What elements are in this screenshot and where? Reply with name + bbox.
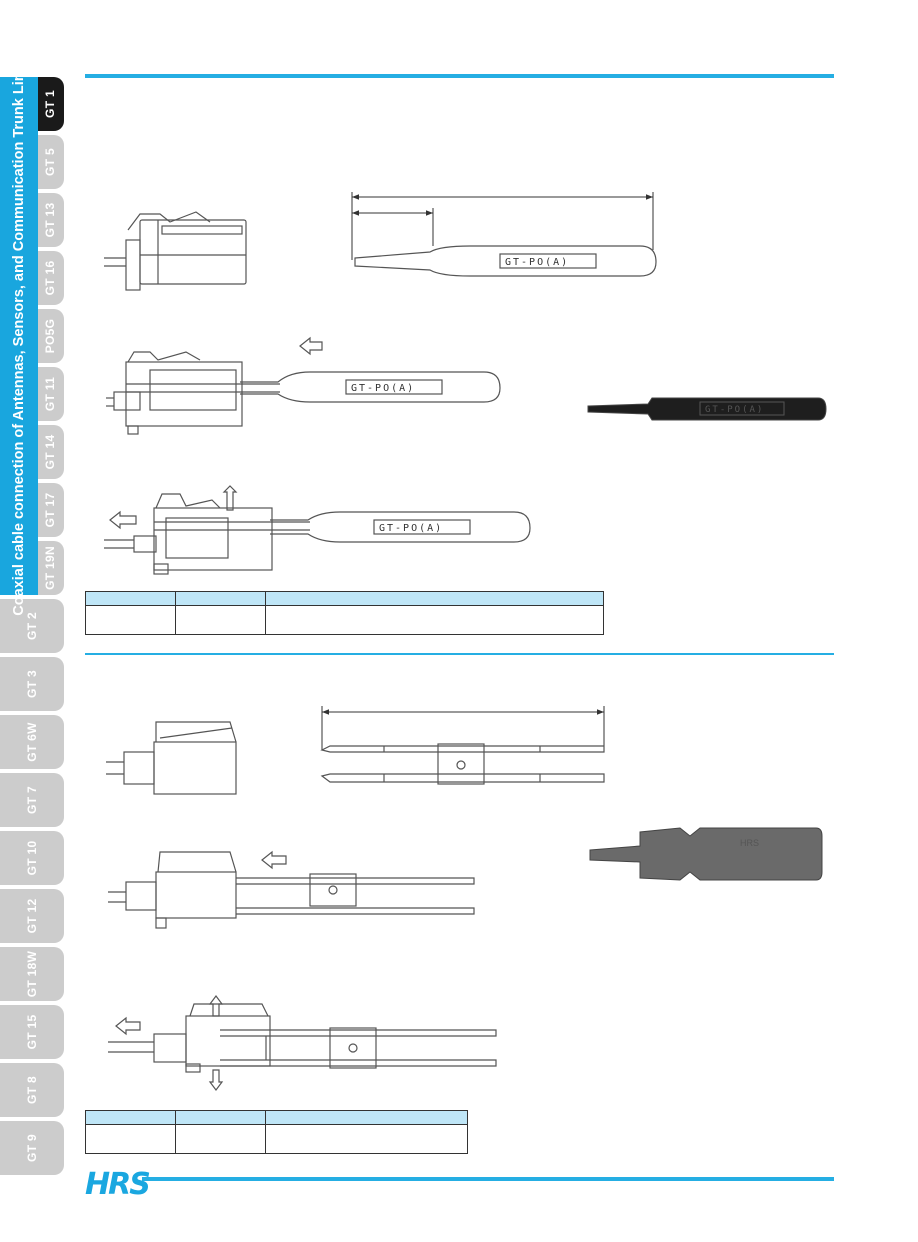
- table-header-cell: [175, 591, 266, 606]
- logo-text: HRS: [85, 1167, 151, 1202]
- tool-marking-3: GT-PO(A): [379, 523, 443, 534]
- tab-gt6w[interactable]: GT 6W: [0, 715, 64, 769]
- table-header-cell: [85, 1110, 176, 1125]
- lift-arrow-icon: [222, 485, 238, 511]
- tab-gt18w[interactable]: GT 18W: [0, 947, 64, 1001]
- bottom-rule: [142, 1177, 834, 1181]
- table-header-cell: [175, 1110, 266, 1125]
- connector-drawing-5: [108, 851, 237, 929]
- extraction-tool-drawing-3: [270, 511, 531, 543]
- table-cell: [175, 605, 266, 635]
- insert-arrow-icon: [299, 336, 323, 356]
- table-cell: [85, 605, 176, 635]
- connector-drawing-4: [106, 721, 237, 795]
- hrs-logo: HRS: [85, 1166, 151, 1204]
- table-cell: [175, 1124, 266, 1154]
- connector-drawing-3: [104, 493, 310, 575]
- lift-arrow-icon-2: [208, 995, 224, 1017]
- insert-arrow-icon-2: [261, 850, 287, 870]
- extraction-tool-drawing-4: [320, 743, 605, 785]
- extraction-tool-drawing-1: [354, 245, 657, 277]
- pull-arrow-icon: [109, 510, 137, 530]
- table-cell: [85, 1124, 176, 1154]
- series-title-band: Coaxial cable connection of Antennas, Se…: [0, 56, 38, 616]
- connector-drawing-1: [104, 211, 247, 291]
- tab-gt3[interactable]: GT 3: [0, 657, 64, 711]
- tab-gt12[interactable]: GT 12: [0, 889, 64, 943]
- extraction-tool-drawing-6: [220, 1027, 497, 1069]
- table-header-row: [85, 1110, 468, 1125]
- section-divider: [85, 653, 834, 655]
- top-rule: [85, 74, 834, 78]
- tool-marking-2: GT-PO(A): [351, 383, 415, 394]
- table-row: [85, 605, 604, 635]
- extraction-tool-drawing-2: [240, 371, 501, 403]
- spec-table-2: [85, 1110, 468, 1154]
- table-header-cell: [85, 591, 176, 606]
- pull-arrow-icon-2: [115, 1016, 141, 1036]
- tab-gt15[interactable]: GT 15: [0, 1005, 64, 1059]
- spec-table-1: [85, 591, 604, 635]
- tool-marking-1: GT-PO(A): [505, 257, 569, 268]
- connector-drawing-2: [106, 351, 280, 435]
- tool-photo-1: [587, 397, 827, 421]
- dimension-line-2: [321, 706, 605, 750]
- tool-photo-marking-2: HRS: [740, 838, 759, 848]
- table-header-cell: [265, 1110, 468, 1125]
- tab-gt7[interactable]: GT 7: [0, 773, 64, 827]
- lower-arrow-icon: [208, 1069, 224, 1091]
- table-header-row: [85, 591, 604, 606]
- table-cell: [265, 605, 604, 635]
- tab-gt9[interactable]: GT 9: [0, 1121, 64, 1175]
- dimension-lines-1: [351, 192, 654, 260]
- tool-photo-marking: GT-PO(A): [705, 405, 764, 415]
- connector-drawing-6: [108, 1003, 271, 1073]
- tab-gt10[interactable]: GT 10: [0, 831, 64, 885]
- table-row: [85, 1124, 468, 1154]
- table-header-cell: [265, 591, 604, 606]
- tab-gt2[interactable]: GT 2: [0, 599, 64, 653]
- tab-gt8[interactable]: GT 8: [0, 1063, 64, 1117]
- extraction-tool-drawing-5: [236, 873, 475, 915]
- table-cell: [265, 1124, 468, 1154]
- tool-photo-2: [589, 827, 823, 881]
